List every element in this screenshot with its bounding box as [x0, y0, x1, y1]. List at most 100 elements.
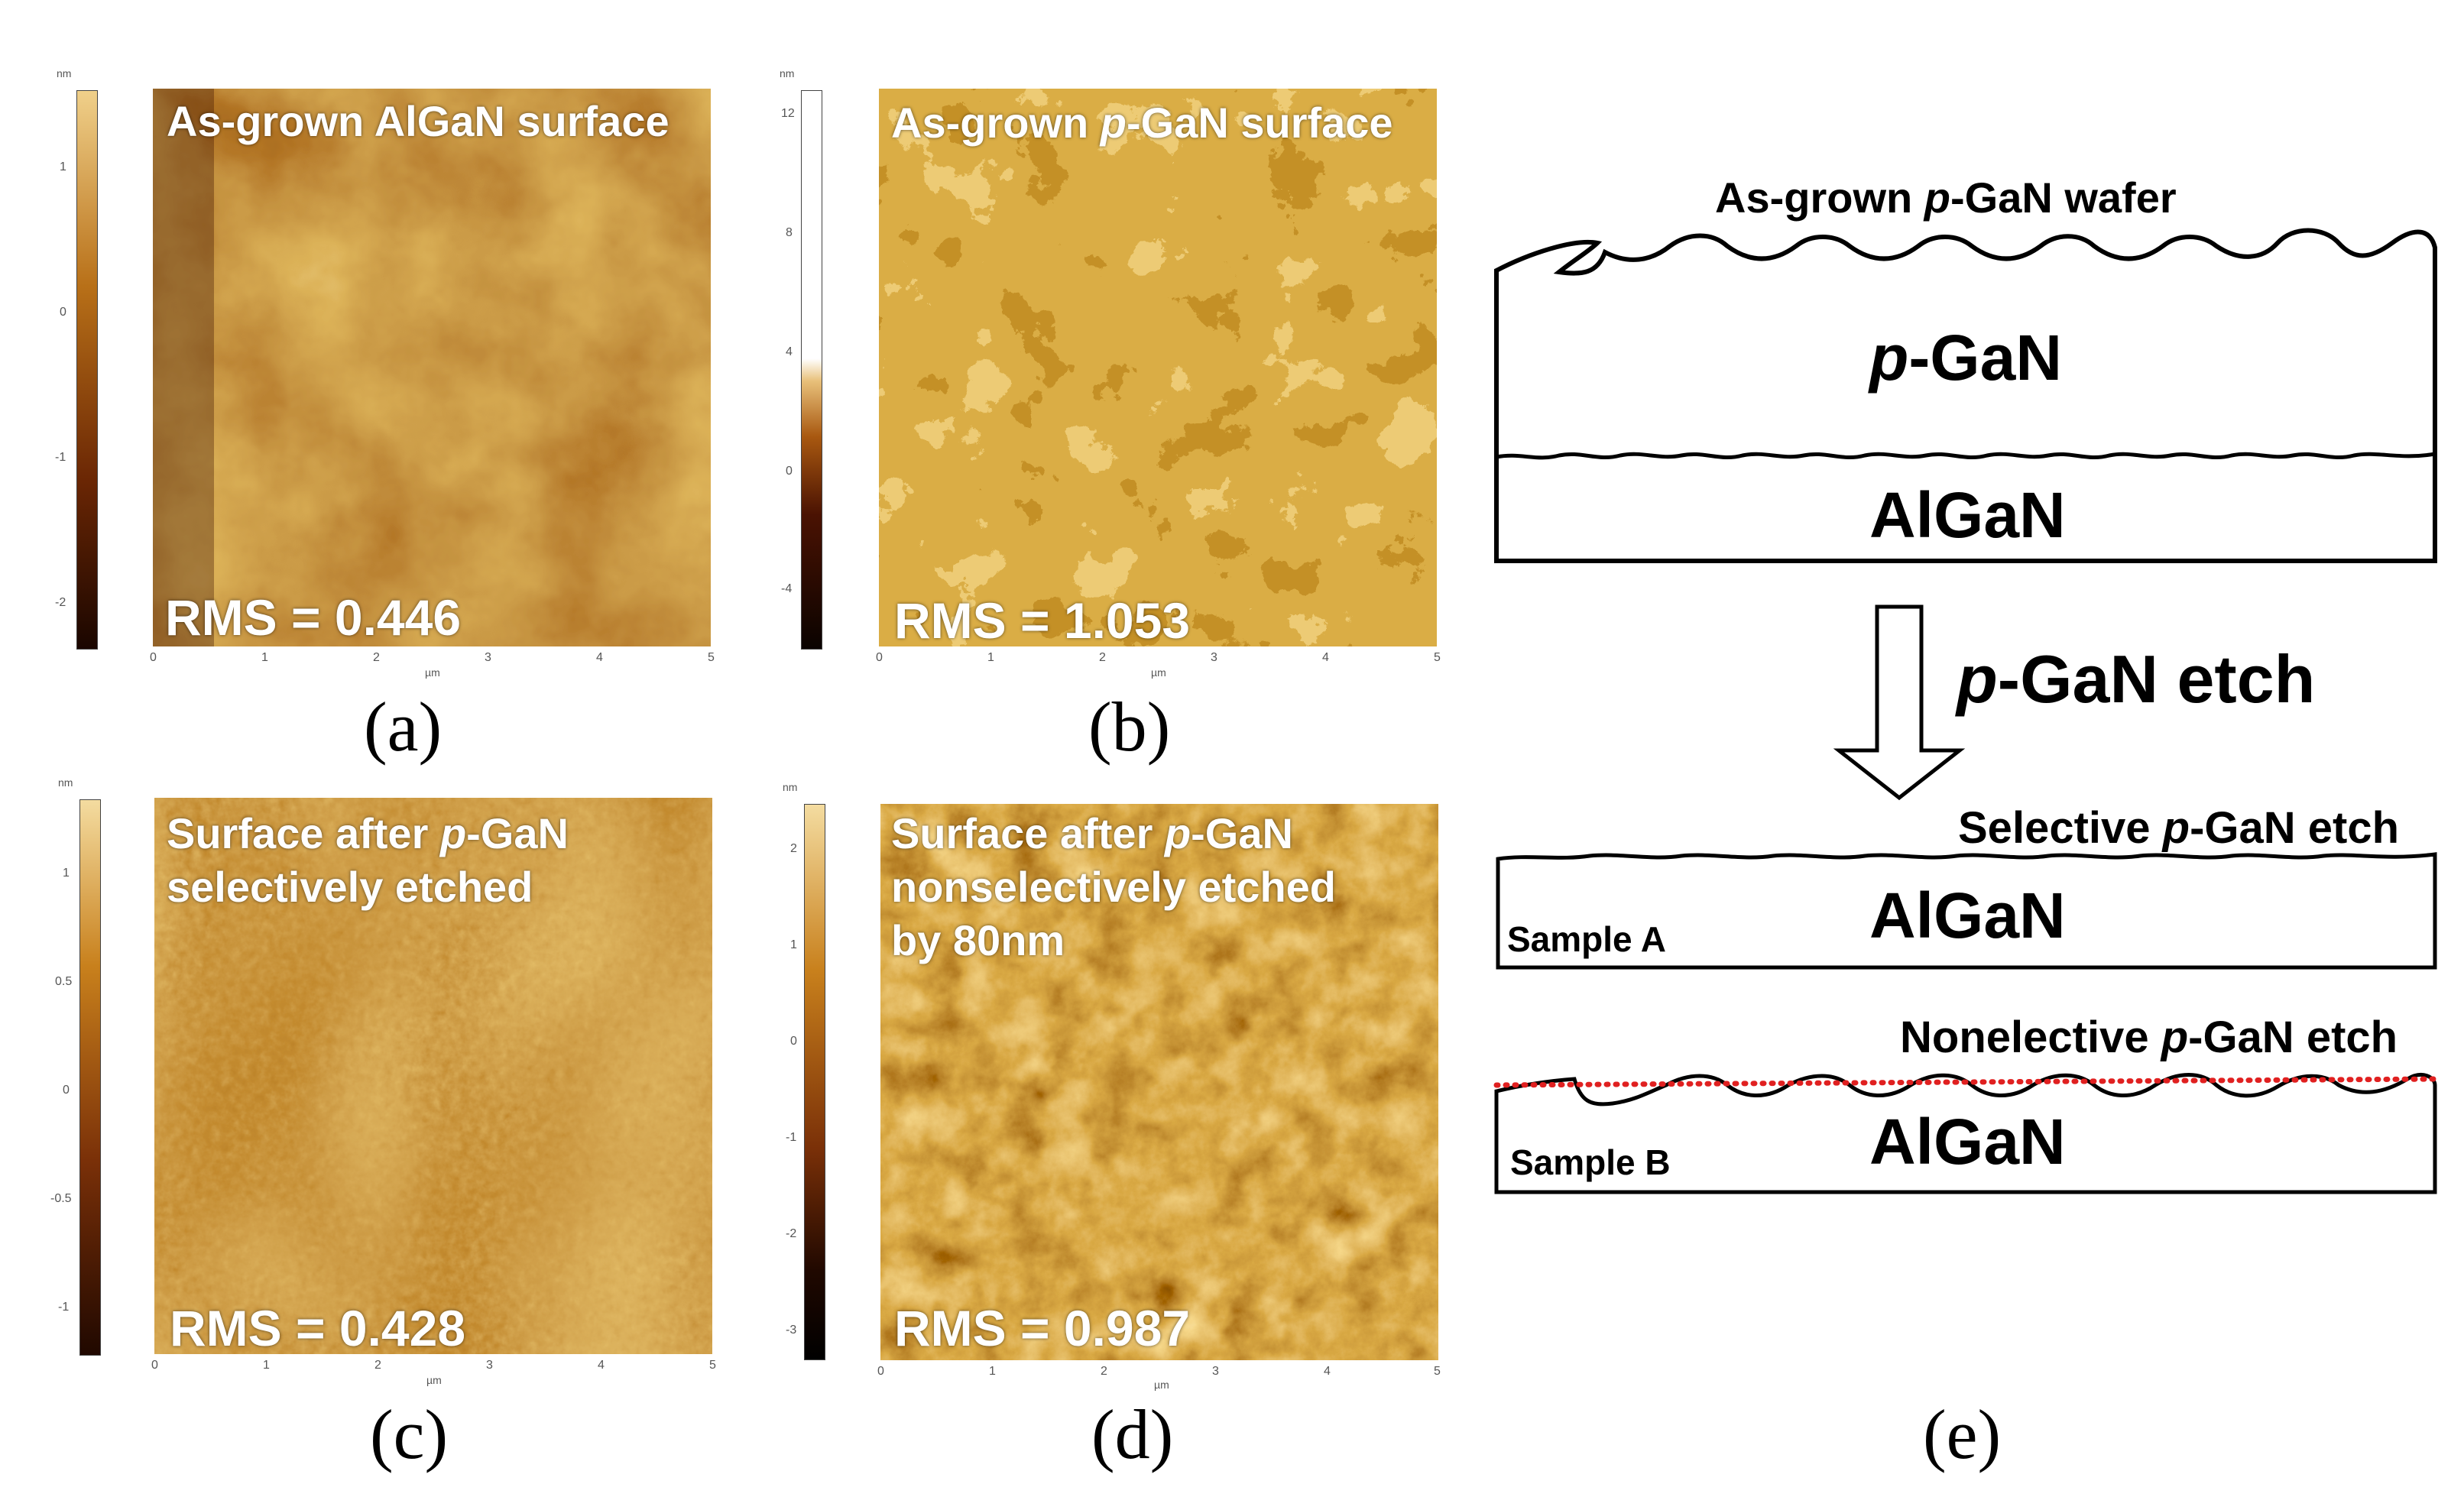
- colorbar-b: [801, 90, 822, 650]
- sample-a-label: Sample A: [1507, 919, 1666, 959]
- axis-tick: 0: [151, 1359, 158, 1372]
- axis-tick: 4: [1322, 651, 1329, 664]
- colorbar-unit-b: nm: [780, 67, 795, 79]
- colorbar-tick: -3: [786, 1324, 797, 1337]
- colorbar-d: [804, 804, 825, 1360]
- etch-label: p-GaN etch: [1957, 641, 2316, 717]
- selective-title: Selective p-GaN etch: [1958, 803, 2400, 853]
- colorbar-tick: 1: [790, 938, 797, 951]
- afm-texture-b: [879, 89, 1437, 646]
- axis-tick: 2: [1099, 651, 1106, 664]
- rms-value-c: RMS = 0.428: [170, 1300, 466, 1356]
- colorbar-tick: -2: [786, 1227, 797, 1240]
- colorbar-unit-d: nm: [783, 781, 798, 793]
- afm-texture-a: [153, 89, 711, 646]
- title-line: Surface after p-GaN: [167, 809, 569, 857]
- colorbar-a: [76, 90, 98, 650]
- sample-b-label: Sample B: [1510, 1142, 1671, 1182]
- title-line: selectively etched: [167, 863, 533, 911]
- panel-title-d: Surface after p-GaN nonselectively etche…: [891, 807, 1336, 967]
- axis-tick: 2: [374, 1359, 381, 1372]
- colorbar-tick: 0: [786, 465, 793, 478]
- axis-tick: 5: [708, 651, 715, 664]
- afm-texture-d: [880, 804, 1438, 1360]
- colorbar-tick: 0: [60, 306, 66, 319]
- colorbar-tick: 0: [790, 1035, 797, 1048]
- nonselective-etch-dotted-line: [1493, 1076, 2441, 1088]
- axis-tick: 1: [989, 1365, 996, 1378]
- wafer-title: As-grown p-GaN wafer: [1715, 173, 2177, 222]
- axis-unit-c: µm: [426, 1374, 442, 1386]
- colorbar-tick: 0.5: [55, 975, 73, 988]
- axis-tick: 2: [1101, 1365, 1107, 1378]
- axis-tick: 4: [596, 651, 603, 664]
- panel-label-a: (a): [364, 688, 443, 766]
- colorbar-tick: 2: [790, 842, 797, 855]
- title-line: As-grown p-GaN surface: [891, 99, 1393, 147]
- colorbar-unit-c: nm: [58, 776, 73, 789]
- colorbar-tick: -1: [58, 1301, 70, 1314]
- colorbar-tick: 12: [781, 107, 795, 120]
- colorbar-tick: 0: [63, 1084, 70, 1097]
- colorbar-tick: -2: [55, 596, 66, 609]
- afm-texture-c: [154, 798, 712, 1354]
- colorbar-tick: 4: [786, 345, 793, 358]
- colorbar-tick: -1: [55, 451, 66, 464]
- axis-tick: 5: [1434, 651, 1441, 664]
- rms-value-d: RMS = 0.987: [894, 1300, 1191, 1356]
- top-layer-label: p-GaN: [1869, 322, 2063, 394]
- colorbar-tick: -0.5: [50, 1192, 72, 1205]
- down-arrow: [1833, 604, 1966, 801]
- panel-label-d: (d): [1091, 1395, 1174, 1473]
- colorbar-tick: -1: [786, 1131, 797, 1144]
- title-line: by 80nm: [891, 916, 1065, 964]
- axis-tick: 5: [709, 1359, 716, 1372]
- axis-tick: 1: [261, 651, 268, 664]
- panel-label-e: (e): [1923, 1395, 2002, 1473]
- panel-title-a: As-grown AlGaN surface: [167, 95, 669, 148]
- nonselective-title: Nonelective p-GaN etch: [1900, 1013, 2398, 1062]
- rms-value-a: RMS = 0.446: [165, 589, 462, 646]
- colorbar-unit-a: nm: [57, 67, 72, 79]
- sample-b-layer-label: AlGaN: [1869, 1106, 2066, 1178]
- axis-tick: 1: [987, 651, 994, 664]
- afm-image-b: [879, 89, 1437, 646]
- sample-a-layer-label: AlGaN: [1869, 880, 2066, 951]
- axis-tick: 4: [598, 1359, 605, 1372]
- axis-tick: 3: [485, 651, 491, 664]
- axis-tick: 3: [486, 1359, 493, 1372]
- axis-unit-b: µm: [1151, 666, 1166, 679]
- interface-line: [1496, 452, 2436, 460]
- axis-tick: 2: [373, 651, 380, 664]
- sample-b-outline: [1494, 1073, 2437, 1194]
- axis-tick: 0: [876, 651, 883, 664]
- panel-label-b: (b): [1088, 688, 1171, 766]
- panel-title-c: Surface after p-GaN selectively etched: [167, 807, 569, 914]
- axis-unit-d: µm: [1154, 1379, 1169, 1391]
- axis-tick: 3: [1211, 651, 1217, 664]
- afm-image-d: [880, 804, 1438, 1360]
- colorbar-tick: 8: [786, 226, 793, 239]
- wafer-outline: [1494, 228, 2437, 563]
- axis-tick: 3: [1212, 1365, 1219, 1378]
- afm-image-c: [154, 798, 712, 1354]
- colorbar-tick: 1: [60, 160, 66, 173]
- rms-value-b: RMS = 1.053: [894, 592, 1191, 649]
- axis-unit-a: µm: [425, 666, 440, 679]
- axis-tick: 0: [150, 651, 157, 664]
- sample-a-outline: [1496, 852, 2437, 970]
- colorbar-tick: -4: [781, 582, 793, 595]
- panel-title-b: As-grown p-GaN surface: [891, 96, 1393, 150]
- axis-tick: 1: [263, 1359, 270, 1372]
- title-line: As-grown AlGaN surface: [167, 97, 669, 145]
- title-line: nonselectively etched: [891, 863, 1337, 911]
- bottom-layer-label: AlGaN: [1869, 479, 2066, 551]
- title-line: Surface after p-GaN: [891, 809, 1293, 857]
- axis-tick: 0: [877, 1365, 884, 1378]
- axis-tick: 4: [1324, 1365, 1331, 1378]
- colorbar-tick: 1: [63, 867, 70, 880]
- panel-label-c: (c): [370, 1395, 449, 1473]
- colorbar-c: [79, 799, 101, 1356]
- afm-image-a: [153, 89, 711, 646]
